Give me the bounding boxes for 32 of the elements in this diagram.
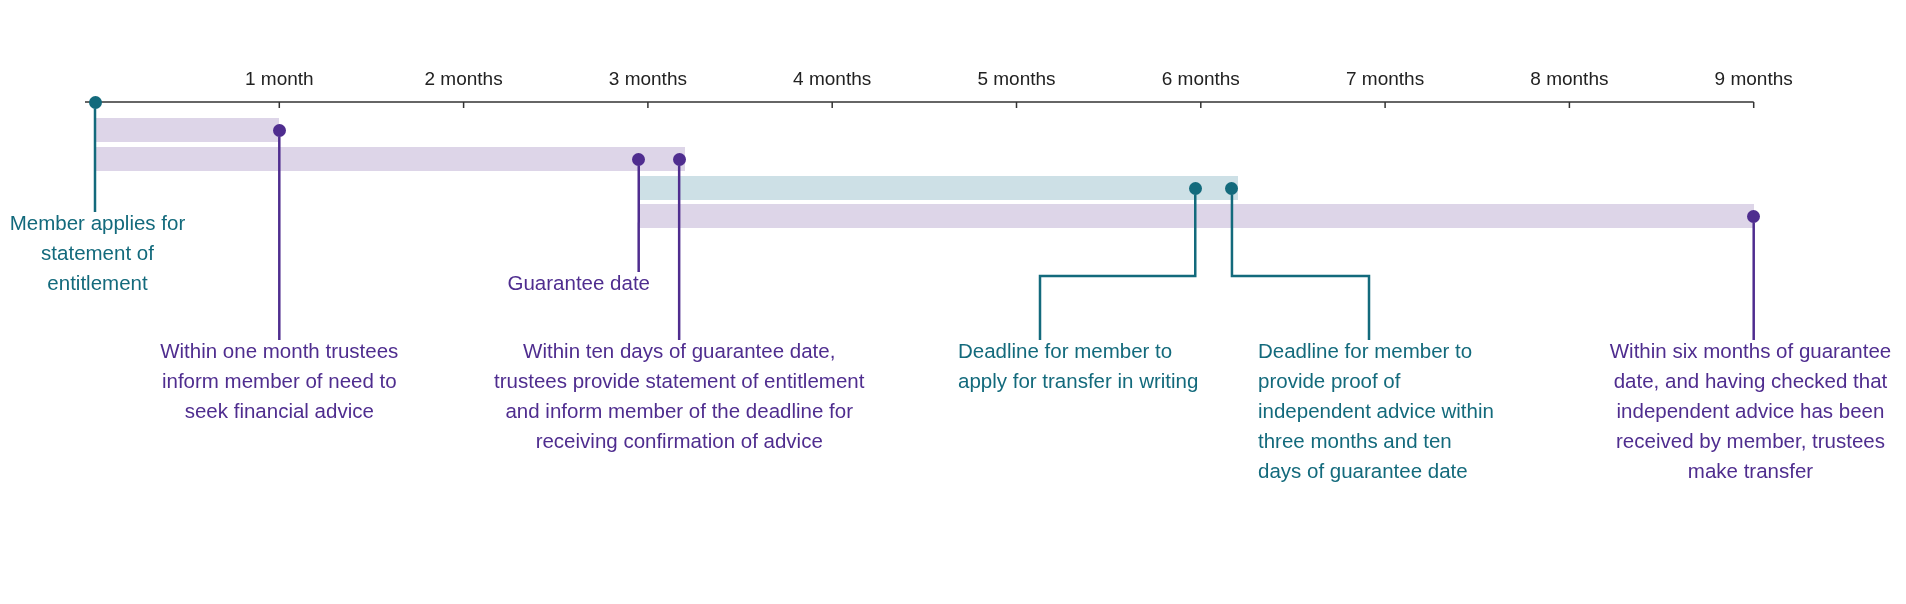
timeline-dot: [672, 152, 686, 166]
month-label: 4 months: [793, 68, 872, 90]
milestone-note: Guarantee date: [470, 268, 650, 298]
leader-line: [1038, 194, 1197, 340]
month-label: 2 months: [424, 68, 503, 90]
leader-line: [1752, 222, 1755, 340]
milestone-note: Within one month trustees inform member of need to seek financial advice: [154, 336, 405, 426]
duration-bar: [638, 176, 1238, 200]
leader-line: [1230, 194, 1371, 340]
duration-bar: [95, 147, 685, 171]
timeline-dot: [632, 152, 646, 166]
month-label: 8 months: [1530, 68, 1609, 90]
leader-line: [278, 136, 281, 340]
leader-line: [637, 165, 640, 272]
duration-bar: [638, 204, 1754, 228]
milestone-note: Within six months of guarantee date, and having checked that independent advice has been received by member, trustees make transfer: [1598, 336, 1903, 486]
timeline-dot: [1188, 181, 1202, 195]
milestone-note: Member applies for statement of entitlement: [0, 208, 195, 298]
milestone-note: Deadline for member to provide proof of independent advice within three months and ten days of guarantee date: [1258, 336, 1498, 486]
month-label: 1 month: [244, 68, 314, 90]
month-label: 7 months: [1346, 68, 1425, 90]
milestone-note: Deadline for member to apply for transfer in writing: [958, 336, 1208, 396]
timeline-dot: [1225, 181, 1239, 195]
timeline-dot: [88, 95, 102, 109]
month-label: 9 months: [1714, 68, 1793, 90]
leader-line: [93, 108, 97, 212]
month-label: 6 months: [1161, 68, 1240, 90]
duration-bar: [95, 118, 280, 142]
milestone-note: Within ten days of guarantee date, trustees provide statement of entitlement and inform member of the deadline for receiving confirmation of advice: [484, 336, 875, 456]
month-label: 3 months: [608, 68, 687, 90]
month-label: 5 months: [977, 68, 1056, 90]
leader-line: [677, 165, 681, 340]
